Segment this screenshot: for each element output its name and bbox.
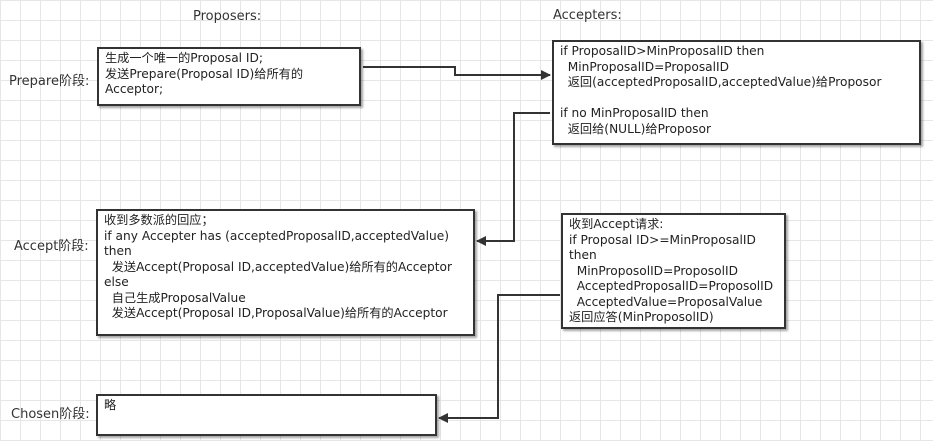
prepare-to-acceptor-connector bbox=[363, 66, 551, 80]
acceptor-prepare-response-connector bbox=[476, 112, 550, 246]
accepters-header: Accepters: bbox=[553, 8, 622, 23]
accept-phase-label: Accept阶段: bbox=[14, 239, 89, 254]
chosen-phase-label: Chosen阶段: bbox=[11, 407, 90, 422]
acceptor-prepare-box[interactable]: if ProposalID>MinProposalID then MinProp… bbox=[552, 40, 921, 145]
proposer-prepare-box[interactable]: 生成一个唯一的Proposal ID; 发送Prepare(Proposal I… bbox=[97, 47, 361, 106]
acceptor-accept-box[interactable]: 收到Accept请求: if Proposal ID>=MinProposalI… bbox=[561, 213, 786, 329]
proposer-chosen-box[interactable]: 略 bbox=[96, 394, 437, 436]
proposer-accept-box[interactable]: 收到多数派的回应； if any Accepter has (acceptedP… bbox=[96, 209, 475, 336]
prepare-phase-label: Prepare阶段: bbox=[9, 74, 90, 89]
proposers-header: Proposers: bbox=[193, 9, 262, 24]
